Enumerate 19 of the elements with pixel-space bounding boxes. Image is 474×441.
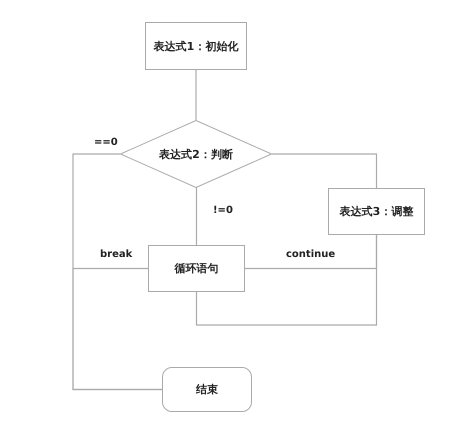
- connector-line: [272, 153, 378, 188]
- edge-label: break: [98, 249, 134, 260]
- node-text: 表达式3：调整: [340, 204, 414, 219]
- process-box: [145, 22, 247, 70]
- node-text: 结束: [196, 382, 218, 397]
- process-box: [148, 245, 245, 292]
- terminal-box: [162, 367, 252, 412]
- node-text: 表达式1：初始化: [154, 38, 238, 54]
- node-text: 表达式2：判断: [159, 146, 233, 162]
- edge-label: !=0: [211, 205, 235, 216]
- connector-line: [196, 235, 378, 326]
- decision-diamond: [120, 120, 272, 188]
- edge-label: ==0: [92, 137, 120, 148]
- edge-label: continue: [284, 249, 338, 260]
- node-text: 循环语句: [174, 261, 218, 276]
- connector-line: [195, 69, 197, 120]
- process-box: [328, 188, 425, 235]
- connector-line: [195, 187, 198, 245]
- connector-line: [72, 268, 162, 390]
